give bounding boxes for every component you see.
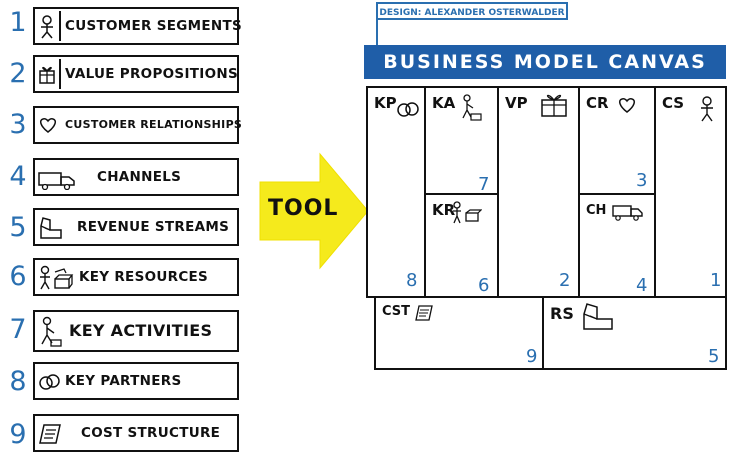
block-number: 1	[710, 270, 722, 291]
block-customer-relationships: CR 3	[578, 86, 656, 195]
block-abbr: CR	[586, 94, 609, 112]
block-number: 9	[526, 346, 538, 367]
cash-register-icon	[583, 303, 613, 330]
list-item-label: Customer Segments	[65, 18, 243, 34]
receipt-icon	[39, 424, 61, 444]
list-item-customer-relationships: Customer Relationships	[33, 106, 243, 144]
block-value-propositions: VP 2	[497, 86, 580, 298]
block-abbr: CS	[662, 94, 685, 112]
list-number: 4	[9, 161, 27, 192]
list-number: 9	[9, 419, 27, 450]
list-item-revenue-streams: Revenue Streams	[33, 208, 239, 246]
truck-icon	[38, 172, 75, 190]
block-number: 2	[559, 270, 571, 291]
canvas-title: BUSINESS MODEL CANVAS	[364, 45, 726, 79]
stick-figure-icon	[41, 15, 53, 39]
list-item-label: Revenue Streams	[77, 219, 230, 235]
block-number: 3	[636, 170, 648, 191]
block-key-resources: KR 6	[424, 193, 499, 298]
rings-icon	[39, 374, 60, 390]
block-customer-segments: CS 1	[654, 86, 727, 298]
rings-icon	[397, 102, 419, 117]
list-number: 7	[9, 314, 27, 345]
list-number: 3	[9, 109, 27, 140]
cash-register-icon	[40, 217, 62, 239]
list-number: 1	[9, 7, 27, 38]
design-connector	[376, 20, 378, 46]
heart-icon	[39, 118, 57, 133]
resources-icon	[40, 265, 74, 290]
block-key-partners: KP 8	[366, 86, 426, 298]
list-number: 8	[9, 366, 27, 397]
design-credit: DESIGN: ALEXANDER OSTERWALDER	[376, 2, 568, 20]
truck-icon	[612, 205, 643, 221]
list-item-value-propositions: Value Propositions	[33, 55, 239, 93]
block-number: 6	[478, 275, 490, 296]
list-item-label: Cost Structure	[81, 425, 221, 441]
list-item-label: Channels	[97, 169, 182, 185]
block-channels: CH 4	[578, 193, 656, 298]
block-abbr: RS	[550, 304, 574, 323]
gift-icon	[39, 66, 55, 84]
list-item-cost-structure: Cost Structure	[33, 414, 239, 452]
block-number: 7	[478, 174, 490, 195]
list-item-label: Customer Relationships	[65, 118, 243, 131]
block-cost-structure: CST 9	[374, 296, 544, 370]
list-item-label: Key Partners	[65, 373, 182, 389]
resources-icon	[453, 201, 482, 224]
block-abbr: KP	[374, 94, 397, 112]
block-number: 4	[636, 275, 648, 296]
list-item-label: Value Propositions	[65, 66, 238, 82]
block-number: 5	[708, 346, 720, 367]
business-model-canvas: KP 8 KA 7 KR 6 VP 2 CR 3 CH 4 CS 1 CST	[366, 86, 727, 370]
block-abbr: CST	[382, 304, 411, 319]
heart-icon	[618, 98, 636, 113]
block-abbr: CH	[586, 203, 607, 218]
list-item-channels: Channels	[33, 158, 239, 196]
list-item-customer-segments: Customer Segments	[33, 7, 243, 45]
worker-icon	[462, 94, 482, 121]
receipt-icon	[415, 305, 433, 321]
list-number: 6	[9, 261, 27, 292]
list-item-label: Key Resources	[79, 269, 209, 285]
block-abbr: KR	[432, 201, 456, 219]
list-number: 2	[9, 58, 27, 89]
block-number: 8	[406, 270, 418, 291]
list-item-key-activities: Key Activities	[33, 310, 239, 352]
worker-icon	[41, 316, 62, 347]
list-item-label: Key Activities	[69, 321, 213, 340]
list-item-key-resources: Key Resources	[33, 258, 239, 296]
block-abbr: KA	[432, 94, 456, 112]
block-abbr: VP	[505, 94, 528, 112]
list-number: 5	[9, 212, 27, 243]
block-key-activities: KA 7	[424, 86, 499, 195]
stick-figure-icon	[701, 96, 713, 122]
block-revenue-streams: RS 5	[542, 296, 727, 370]
list-item-key-partners: Key Partners	[33, 362, 239, 400]
tool-arrow-icon	[259, 152, 369, 270]
gift-icon	[541, 94, 567, 117]
tool-label: TOOL	[268, 196, 339, 221]
